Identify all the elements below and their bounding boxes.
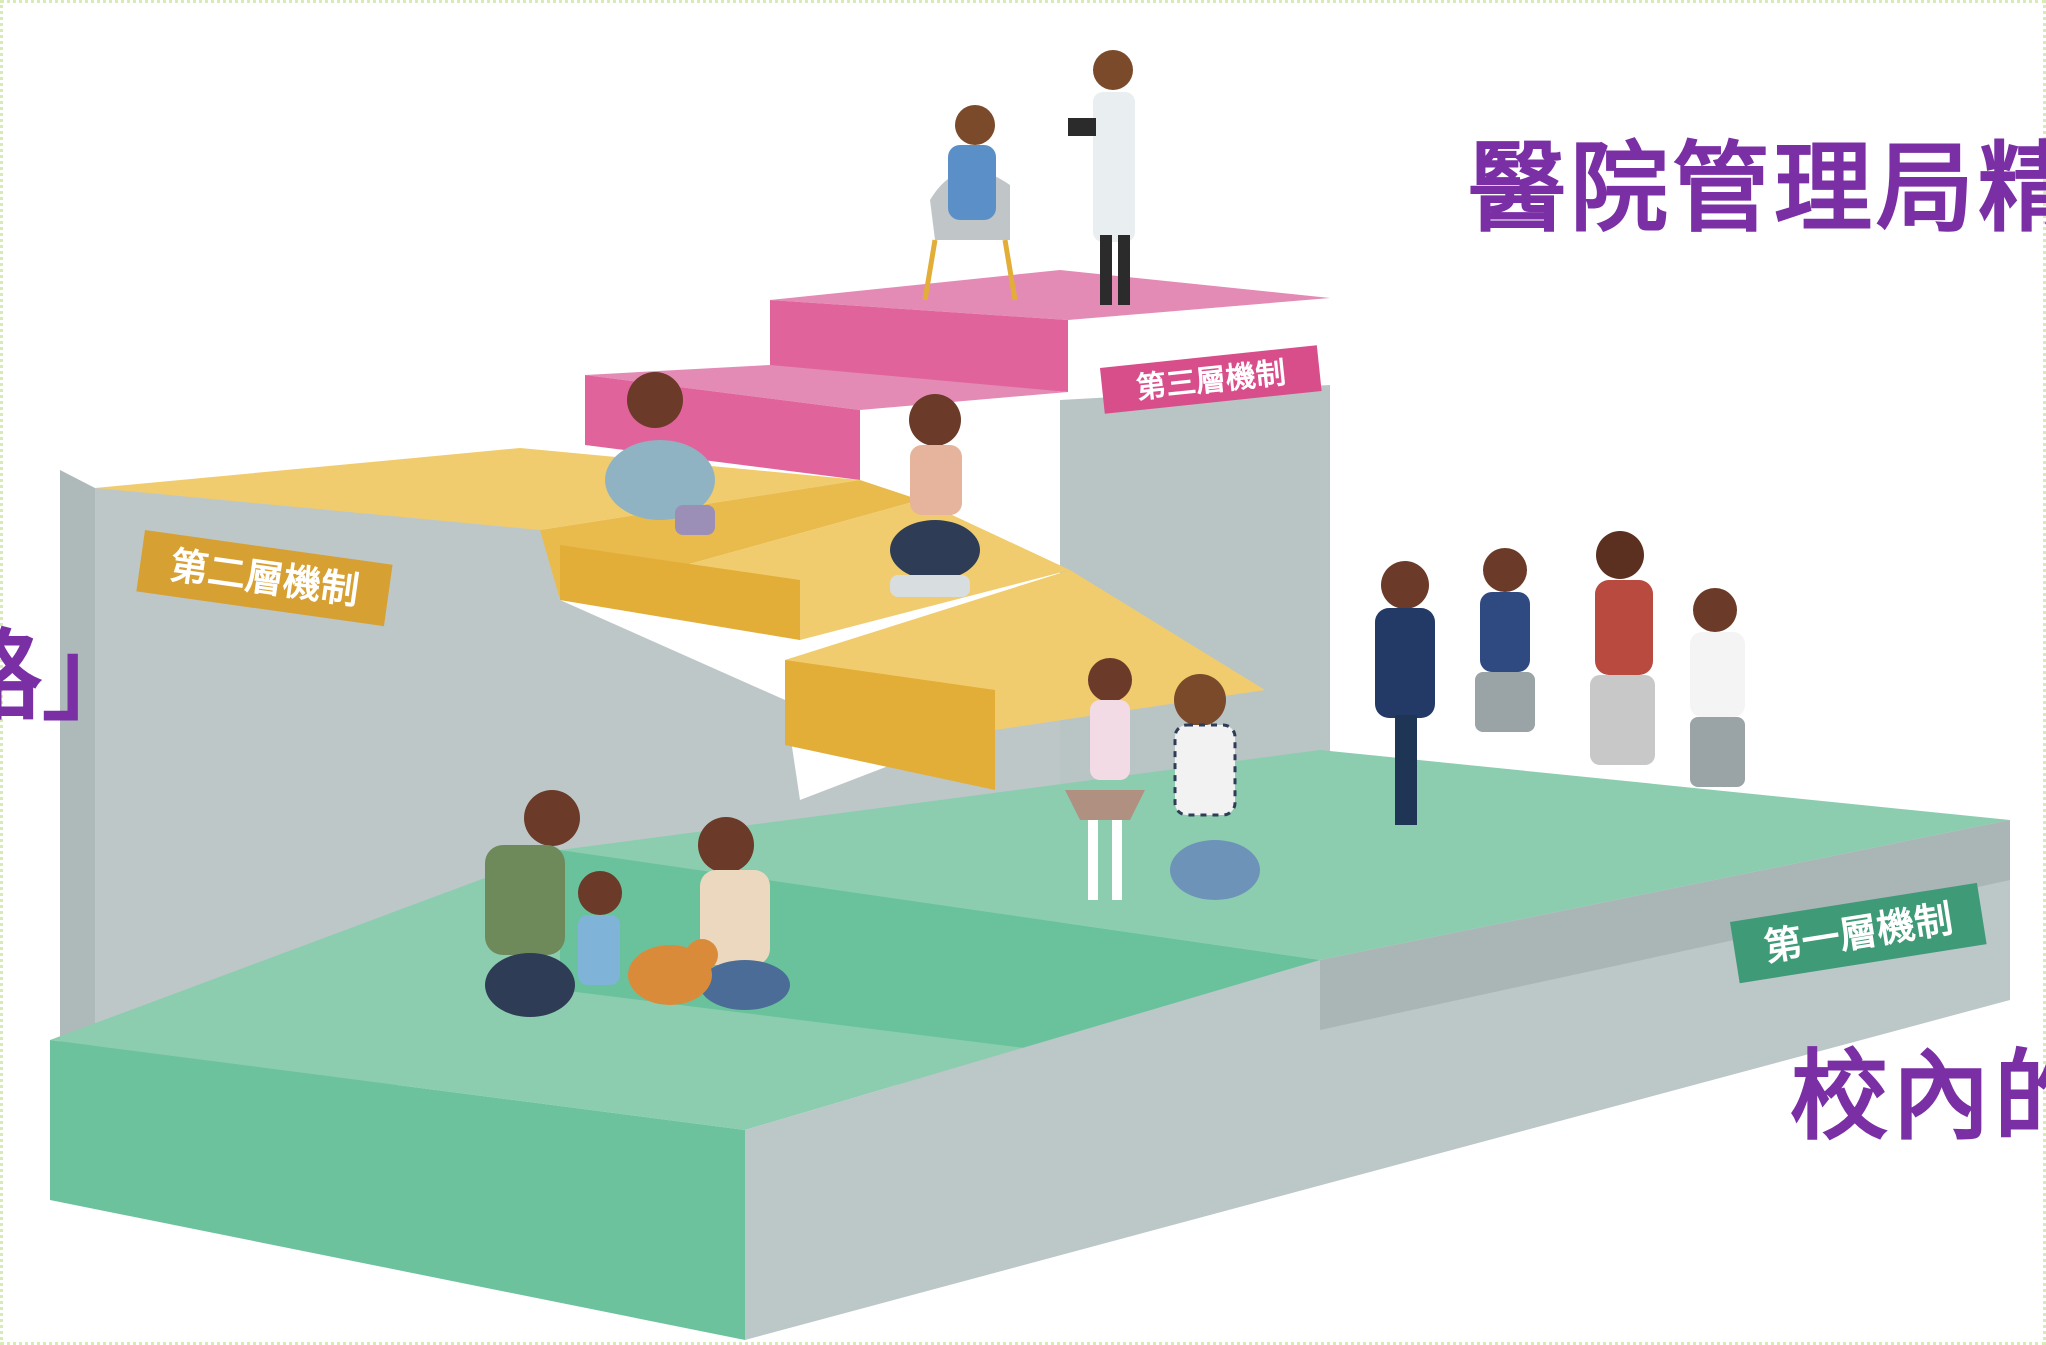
tier3-riser	[770, 300, 1068, 392]
family-with-dog-figure	[485, 790, 790, 1017]
student-group-figure	[1375, 531, 1745, 825]
tier2-step2-riser	[560, 545, 800, 640]
tier3-label: 第三層機制	[1100, 345, 1322, 414]
tier2-left-face	[60, 470, 95, 1085]
child-with-adult-figure	[1065, 658, 1260, 900]
counselor-figure	[890, 394, 980, 597]
patient-figure	[922, 105, 1018, 301]
caption-left: 路」	[0, 620, 141, 734]
tier3-top-surface	[770, 270, 1330, 320]
tier2-step3-riser	[785, 660, 995, 790]
tier1-front-face	[50, 1040, 745, 1340]
tier1-upper-surface	[560, 750, 2010, 960]
sitting-girl-figure	[605, 372, 715, 535]
caption-top-right: 醫院管理局精	[1468, 132, 2046, 246]
caption-bottom-right: 校內的	[1790, 1040, 2046, 1154]
doctor-figure	[1068, 50, 1135, 305]
tier1-right-step-riser	[1320, 820, 2010, 1030]
tier1-right-face	[745, 820, 2010, 1340]
